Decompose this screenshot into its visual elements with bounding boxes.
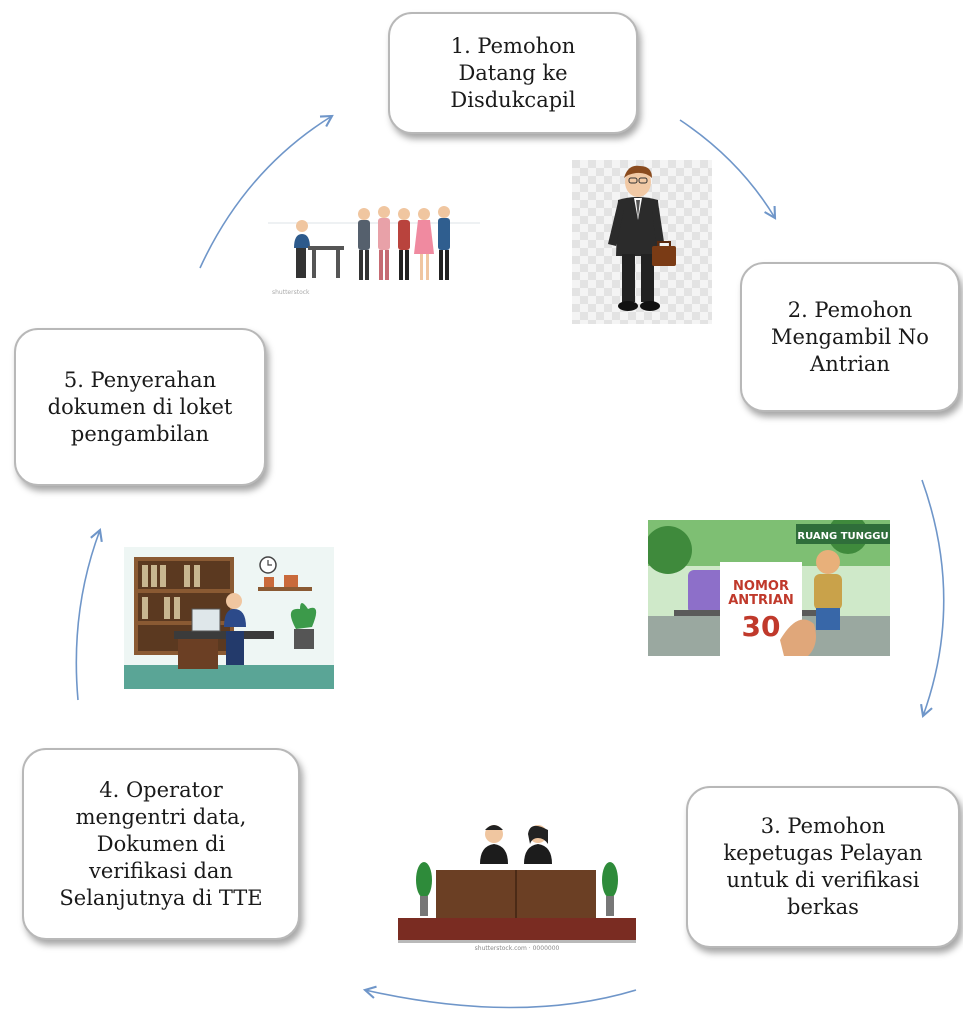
step-3-label: 3. Pemohon kepetugas Pelayan untuk di ve…	[723, 814, 923, 919]
operator-office-illustration	[124, 547, 334, 689]
waiting-room-banner: RUANG TUNGGU	[797, 531, 888, 542]
queue-sign-line2: ANTRIAN	[728, 593, 794, 608]
step-1-box: 1. Pemohon Datang ke Disdukcapil	[388, 12, 638, 134]
arrow-step3-to-step4	[362, 985, 637, 1009]
step-4-box: 4. Operator mengentri data, Dokumen di v…	[22, 748, 300, 940]
crowd-caption: shutterstock	[272, 289, 310, 296]
arrow-step5-to-step1	[199, 114, 334, 269]
step-2-box: 2. Pemohon Mengambil No Antrian	[740, 262, 960, 412]
crowd-queue-illustration: shutterstock	[268, 192, 480, 298]
queue-sign-number: 30	[742, 610, 781, 643]
step-3-box: 3. Pemohon kepetugas Pelayan untuk di ve…	[686, 786, 960, 948]
arrow-step4-to-step5	[75, 527, 103, 701]
reception-desk-illustration: shutterstock.com · 0000000	[398, 822, 636, 952]
queue-number-illustration: RUANG TUNGGU NOMOR ANTRIAN 30	[648, 520, 890, 656]
step-4-label: 4. Operator mengentri data, Dokumen di v…	[59, 777, 263, 910]
step-1-label: 1. Pemohon Datang ke Disdukcapil	[450, 33, 576, 112]
reception-caption: shutterstock.com · 0000000	[475, 945, 560, 952]
step-2-label: 2. Pemohon Mengambil No Antrian	[771, 297, 929, 376]
arrow-step2-to-step3	[920, 479, 945, 719]
queue-sign-line1: NOMOR	[733, 579, 789, 594]
step-5-box: 5. Penyerahan dokumen di loket pengambil…	[14, 328, 266, 486]
arrow-step1-to-step2	[679, 119, 777, 220]
applicant-man-illustration	[572, 160, 712, 324]
step-5-label: 5. Penyerahan dokumen di loket pengambil…	[47, 367, 233, 446]
